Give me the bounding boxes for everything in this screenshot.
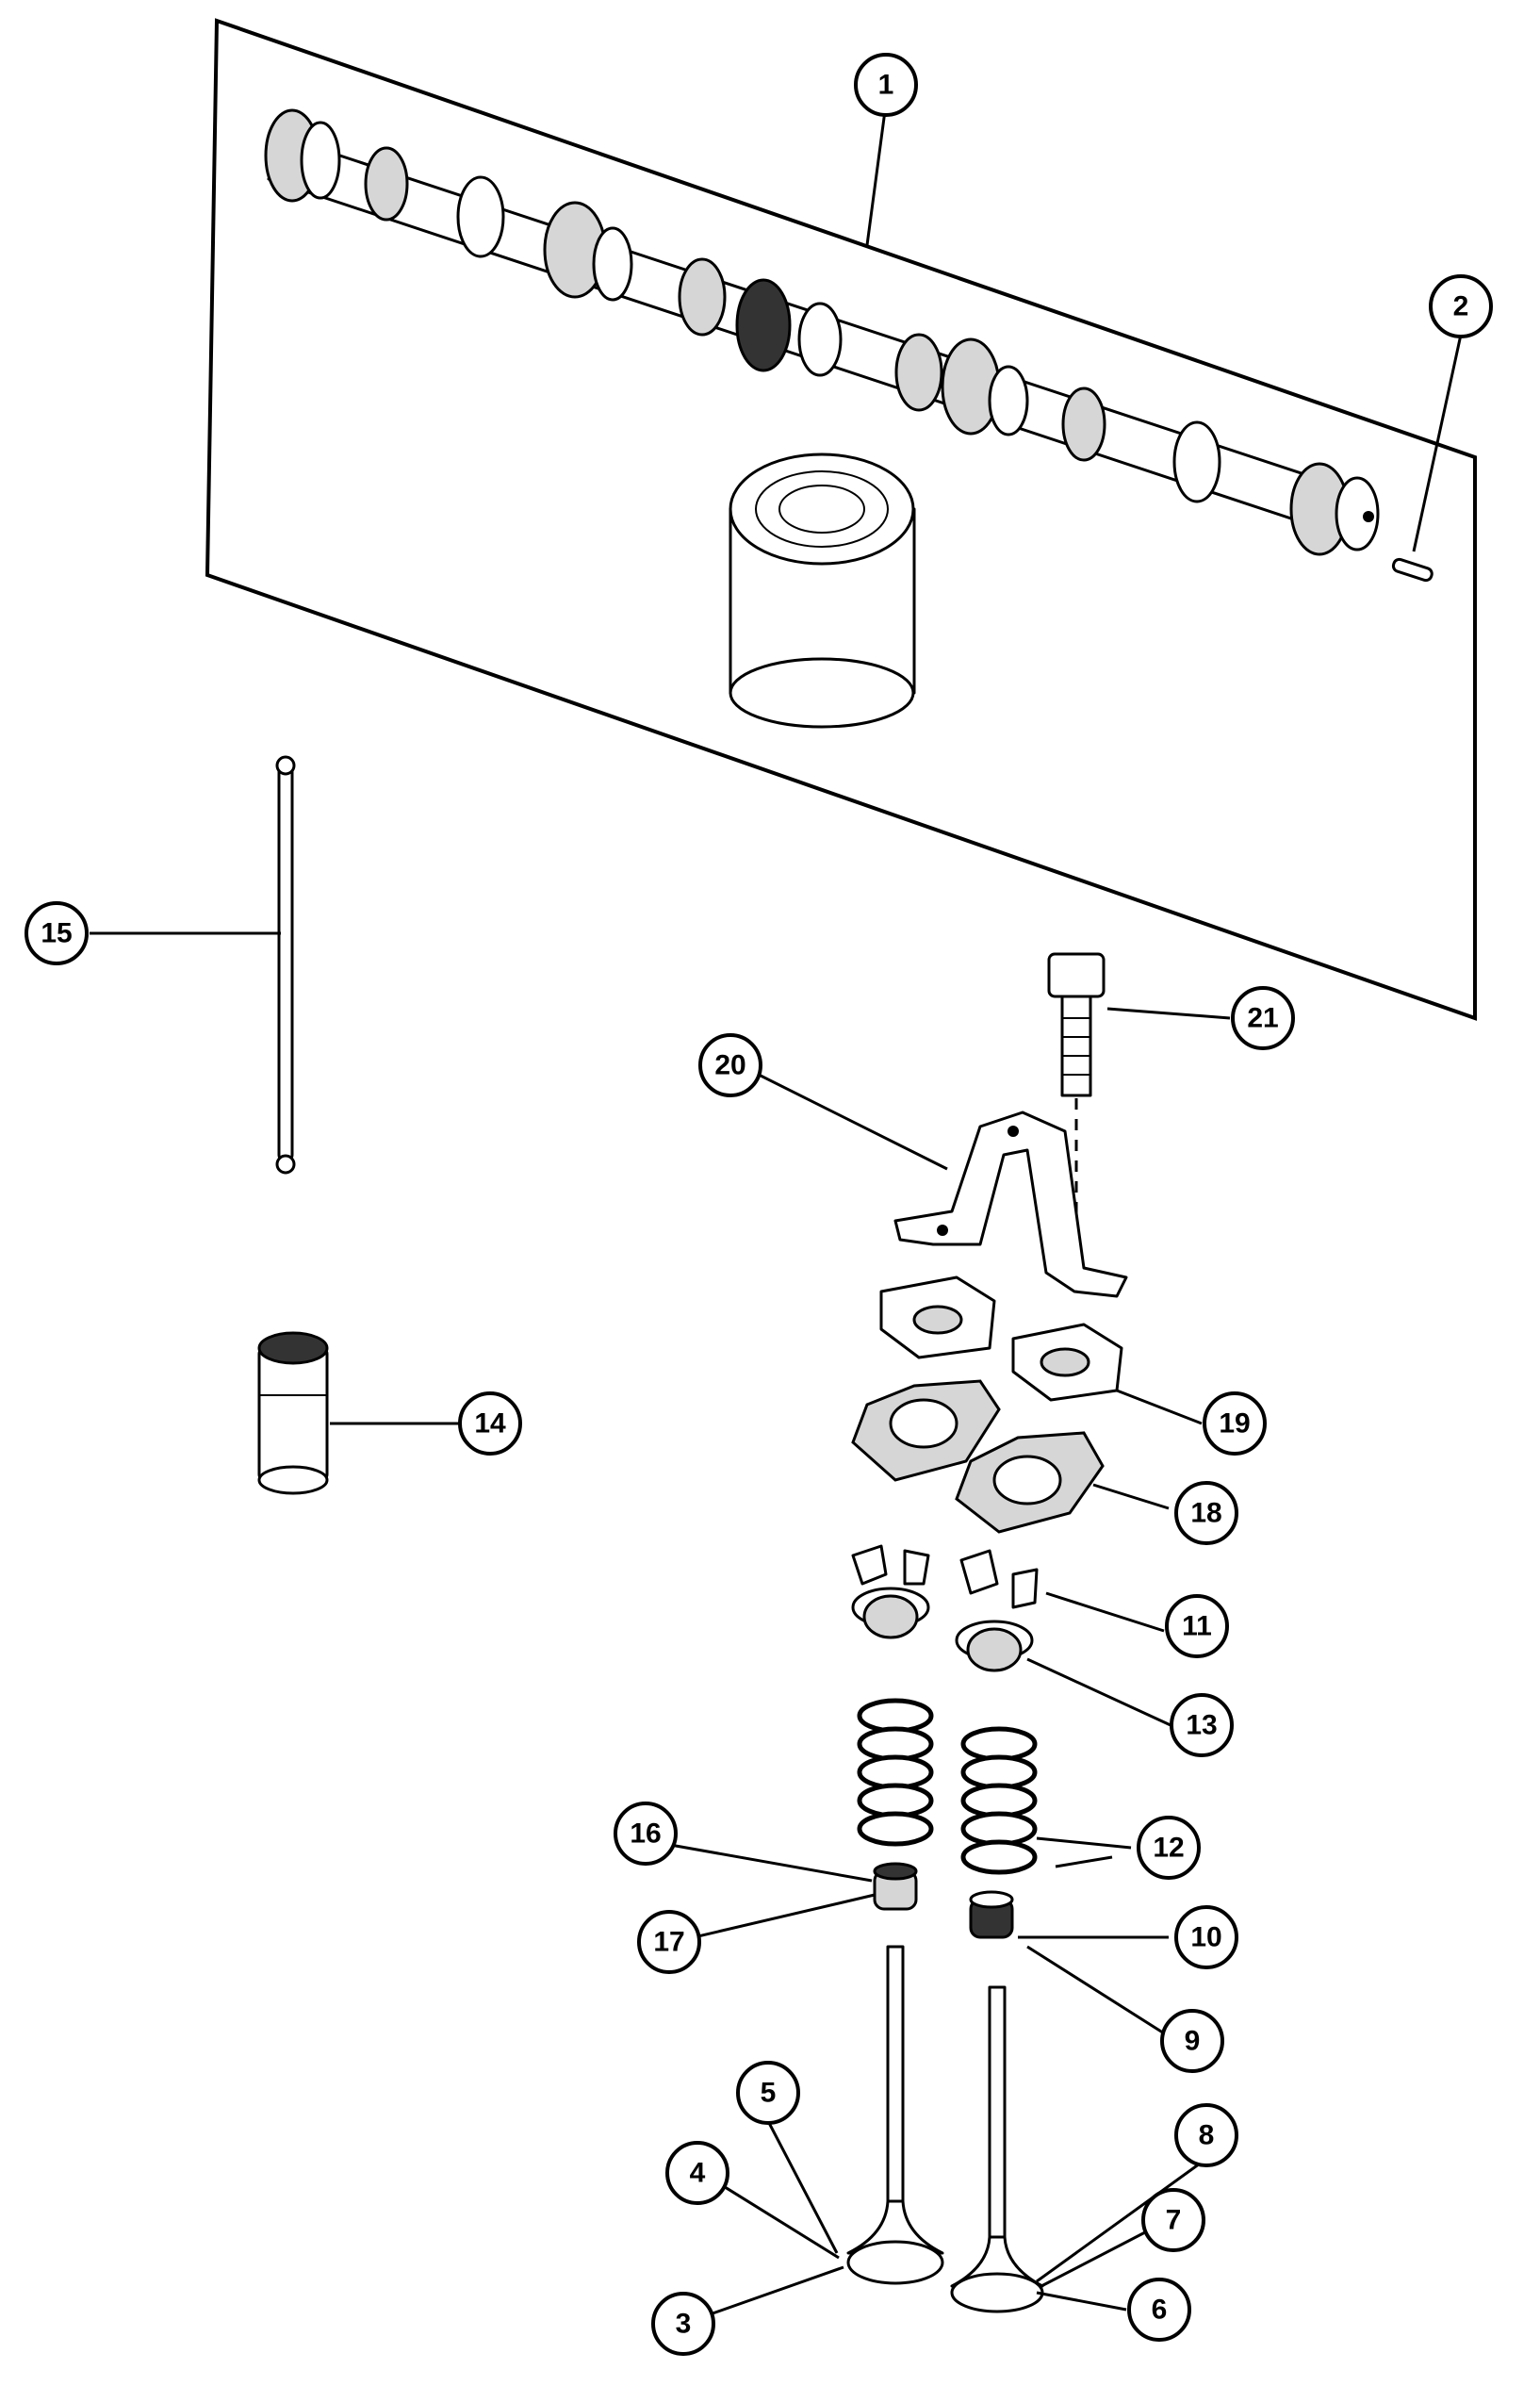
callout-10: 10: [1174, 1905, 1238, 1969]
pushrod: [275, 755, 296, 1175]
callout-label: 3: [676, 2309, 692, 2340]
callout-20: 20: [698, 1033, 762, 1097]
callout-16: 16: [614, 1802, 678, 1866]
callout-label: 16: [630, 1818, 661, 1850]
assembly-paste-tin: [729, 453, 916, 729]
rocker-pivots: [879, 1275, 1123, 1402]
valve-collets: [851, 1544, 1039, 1609]
callout-8: 8: [1174, 2103, 1238, 2167]
callout-21: 21: [1231, 986, 1295, 1050]
callout-label: 19: [1219, 1408, 1250, 1440]
rocker-arms: [851, 1379, 1105, 1534]
callout-label: 17: [653, 1927, 684, 1958]
callout-3: 3: [651, 2292, 715, 2356]
callout-1: 1: [854, 53, 918, 117]
inlet-valve: [846, 1945, 944, 2285]
callout-6: 6: [1127, 2278, 1191, 2342]
callout-label: 13: [1186, 1710, 1217, 1741]
camshaft: [264, 108, 1380, 556]
callout-label: 6: [1152, 2295, 1168, 2326]
callout-13: 13: [1170, 1693, 1234, 1757]
callout-12: 12: [1137, 1816, 1201, 1880]
leader-lines: [90, 103, 1463, 2326]
callout-label: 1: [878, 70, 894, 101]
callout-label: 20: [714, 1050, 745, 1081]
rocker-bolt: [1047, 952, 1106, 1268]
callout-18: 18: [1174, 1481, 1238, 1545]
tappet: [257, 1331, 329, 1495]
valve-stem-seals: [873, 1862, 1014, 1939]
callout-label: 14: [474, 1408, 506, 1440]
callout-label: 5: [761, 2078, 777, 2109]
valve-springs: [857, 1698, 1038, 1875]
callout-11: 11: [1165, 1594, 1229, 1658]
rocker-bridge: [893, 1111, 1128, 1298]
callout-9: 9: [1160, 2009, 1224, 2073]
callout-label: 2: [1453, 291, 1469, 322]
callout-label: 12: [1153, 1833, 1184, 1864]
callout-7: 7: [1141, 2188, 1205, 2252]
callout-label: 15: [41, 918, 72, 949]
spring-caps: [851, 1587, 1034, 1672]
callout-label: 10: [1190, 1922, 1221, 1953]
callout-19: 19: [1203, 1391, 1267, 1456]
callout-label: 8: [1199, 2120, 1215, 2151]
callout-2: 2: [1429, 274, 1493, 338]
dowel-pin: [1391, 557, 1434, 583]
callout-5: 5: [736, 2061, 800, 2125]
callout-label: 9: [1185, 2026, 1201, 2057]
callout-4: 4: [665, 2141, 729, 2205]
callout-15: 15: [25, 901, 89, 965]
callout-label: 18: [1190, 1498, 1221, 1529]
callout-14: 14: [458, 1391, 522, 1456]
callout-label: 4: [690, 2158, 706, 2189]
exhaust-valve: [950, 1985, 1044, 2313]
callout-17: 17: [637, 1910, 701, 1974]
callout-label: 21: [1247, 1003, 1278, 1034]
callout-label: 11: [1182, 1611, 1212, 1642]
callout-label: 7: [1166, 2205, 1182, 2236]
